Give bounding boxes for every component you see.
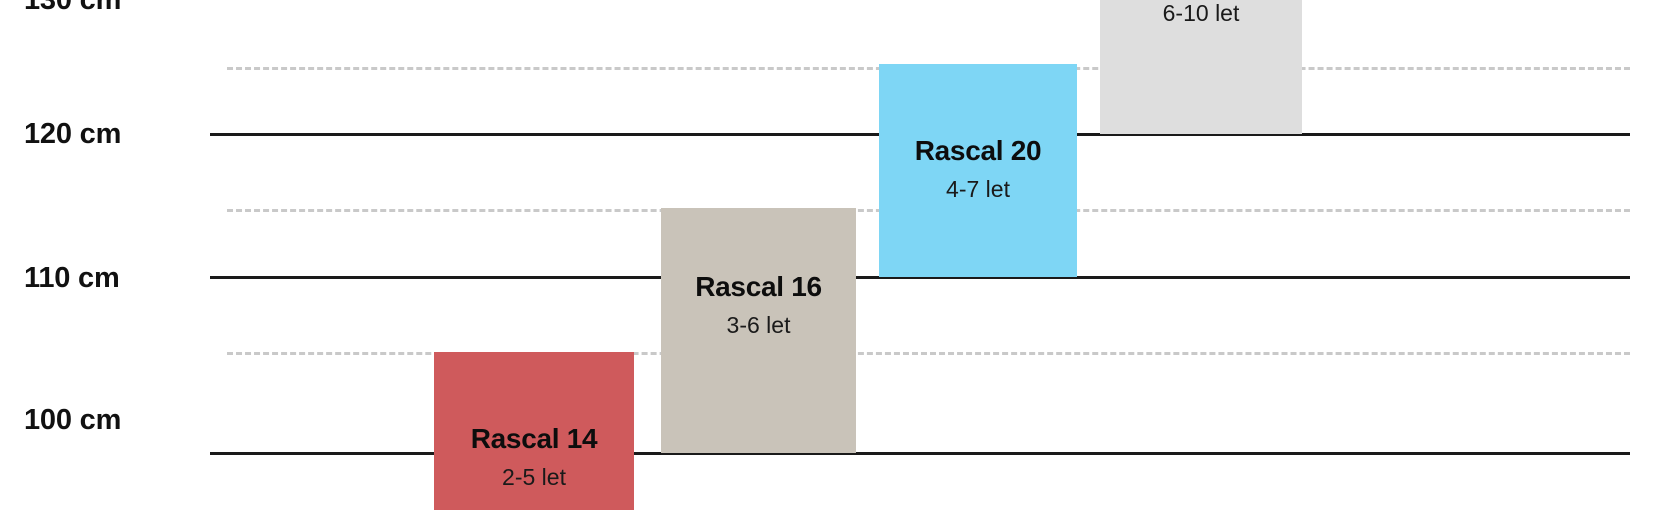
bar-sublabel-rascal-24: 6-10 let (1162, 0, 1240, 26)
axis-tick-110cm: 110 cm (24, 262, 120, 294)
axis-tick-100cm: 100 cm (24, 404, 122, 436)
gridline-105cm (227, 352, 1630, 355)
bar-rascal-24[interactable]: Rascal 24 6-10 let (1100, 0, 1302, 134)
axis-tick-130cm: 130 cm (24, 0, 122, 16)
bar-title-rascal-14: Rascal 14 (470, 423, 598, 454)
bar-sublabel-rascal-20: 4-7 let (946, 175, 1010, 202)
bar-rascal-14[interactable]: Rascal 14 2-5 let (434, 352, 634, 510)
gridline-100cm (210, 452, 1630, 455)
gridline-110cm (210, 276, 1630, 279)
bar-rascal-20[interactable]: Rascal 20 4-7 let (879, 64, 1077, 277)
bar-rascal-16[interactable]: Rascal 16 3-6 let (661, 208, 856, 453)
bar-title-rascal-16: Rascal 16 (695, 271, 822, 302)
axis-tick-120cm: 120 cm (24, 118, 122, 150)
bar-sublabel-rascal-14: 2-5 let (502, 463, 566, 490)
bar-title-rascal-20: Rascal 20 (914, 135, 1042, 166)
bar-sublabel-rascal-16: 3-6 let (726, 311, 791, 338)
